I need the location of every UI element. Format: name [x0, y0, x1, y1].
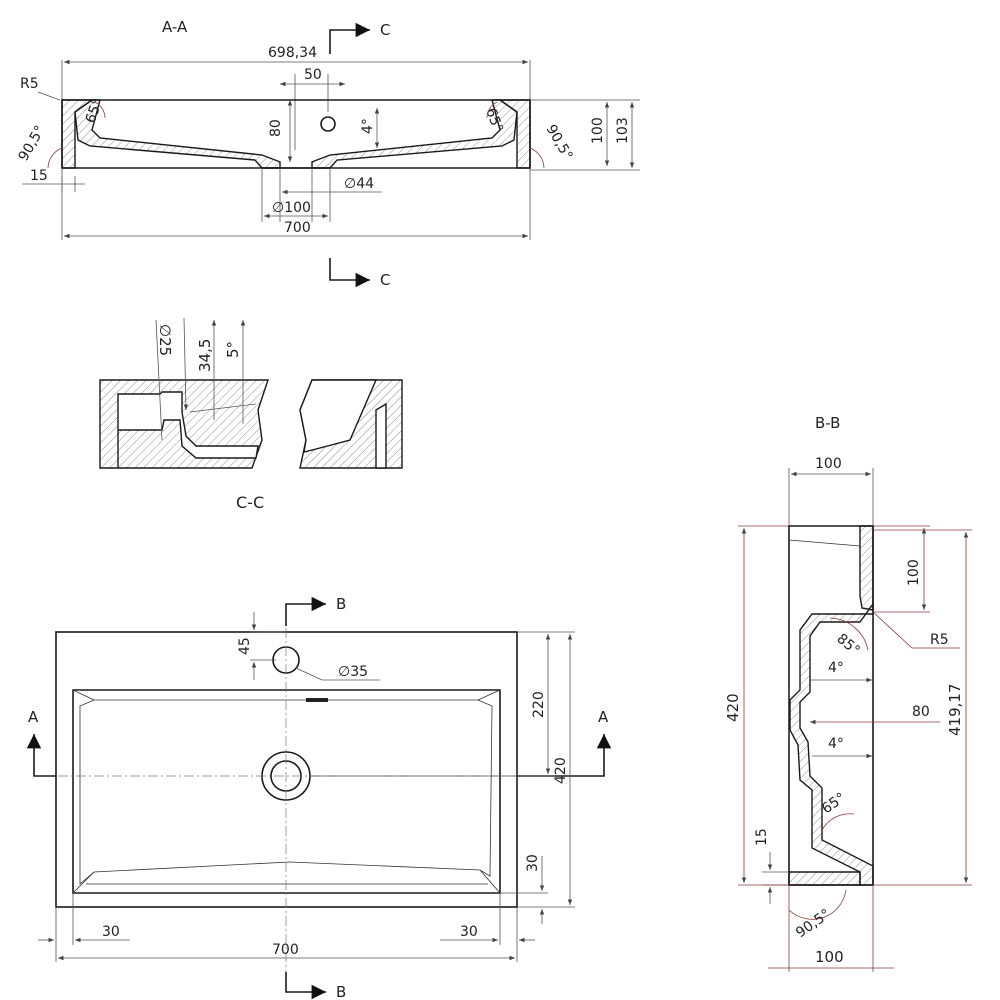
section-cc: ∅25 34,5 5° C-C — [99, 317, 403, 512]
section-bb-title: B-B — [815, 414, 840, 432]
bb-top-wall-hatch — [859, 525, 874, 611]
cut-line-b-top — [285, 596, 326, 626]
angle-4-bb-upper: 4° — [828, 660, 844, 676]
plan-view: B B A A 45 ∅35 220 420 30 — [26, 595, 612, 1000]
dim-100-bb-bottom: 100 — [815, 948, 844, 966]
aa-left-wall-hatch — [61, 99, 95, 169]
cut-line-c-top — [329, 22, 370, 54]
cut-label-c-top: C — [380, 21, 390, 39]
dim-30-right: 30 — [460, 924, 478, 940]
cut-line-a-left — [26, 734, 56, 777]
dim-dia-35: ∅35 — [338, 664, 368, 680]
angle-85-bb: 85° — [833, 631, 862, 659]
dim-420-plan: 420 — [553, 757, 569, 784]
dim-15-aa: 15 — [30, 168, 48, 184]
dim-30-left: 30 — [102, 924, 120, 940]
cc-left-cavity — [117, 391, 259, 468]
angle-65-left: 65° — [83, 97, 107, 126]
angle-4-bb-lower: 4° — [828, 736, 844, 752]
bb-bottom-hatch — [788, 871, 861, 886]
cut-label-a-left: A — [28, 708, 39, 726]
dim-r5-bb: R5 — [930, 632, 949, 648]
dim-698: 698,34 — [268, 45, 317, 61]
cut-label-a-right: A — [598, 708, 609, 726]
dim-100-bb-top: 100 — [815, 456, 842, 472]
angle-65-bb: 65° — [819, 790, 849, 817]
dim-dia-100: ∅100 — [272, 200, 311, 216]
dim-50: 50 — [304, 67, 322, 83]
aa-left-basin-hatch — [74, 99, 281, 169]
section-cc-title: C-C — [236, 493, 264, 512]
plan-overflow-slot — [306, 698, 328, 702]
angle-905-right: 90,5° — [543, 122, 576, 163]
dim-100-bb-rim: 100 — [906, 559, 922, 586]
angle-5-cc: 5° — [224, 341, 242, 358]
plan-basin-inner — [79, 699, 493, 885]
dim-700-plan: 700 — [272, 942, 299, 958]
dim-80-bb: 80 — [912, 704, 930, 720]
aa-right-basin-hatch — [311, 99, 518, 169]
dim-r5-aa: R5 — [20, 76, 39, 92]
angle-4-aa: 4° — [360, 118, 376, 134]
section-bb: B-B 100 100 R5 85° 4° 80 4° — [724, 414, 972, 972]
cc-right-cavity — [299, 379, 378, 453]
dim-420-bb: 420 — [724, 693, 742, 722]
section-aa-title: A-A — [162, 18, 188, 36]
dim-103-aa: 103 — [615, 117, 631, 144]
aa-right-wall-hatch — [497, 99, 531, 169]
section-aa: A-A C 698,34 50 R5 65° 65° 90,5° 90, — [16, 18, 640, 289]
dim-220: 220 — [531, 691, 547, 718]
cut-label-c-bottom: C — [380, 271, 390, 289]
dim-700-aa: 700 — [284, 220, 311, 236]
dim-45: 45 — [237, 637, 253, 655]
dim-80-aa: 80 — [268, 119, 284, 137]
dim-34-5: 34,5 — [196, 339, 214, 372]
dim-dia-25: ∅25 — [156, 324, 174, 356]
plan-outer-rim — [55, 631, 518, 908]
dim-15-bb: 15 — [754, 828, 770, 846]
cut-line-c-bottom — [329, 258, 370, 288]
dim-30-front: 30 — [525, 854, 541, 872]
dim-dia-44: ∅44 — [344, 176, 374, 192]
aa-body-outline — [61, 99, 531, 169]
cut-line-b-bottom — [285, 972, 326, 1000]
aa-tap-hole — [320, 116, 336, 132]
cut-label-b-bottom: B — [336, 983, 346, 1000]
bb-basin-hatch — [789, 601, 874, 886]
angle-65-right: 65° — [482, 106, 506, 135]
angle-905-left: 90,5° — [16, 123, 49, 164]
dim-419-17-bb: 419,17 — [946, 684, 964, 737]
angle-905-bb: 90,5° — [793, 906, 833, 941]
dim-100-aa: 100 — [590, 117, 606, 144]
cut-label-b-top: B — [336, 595, 346, 613]
